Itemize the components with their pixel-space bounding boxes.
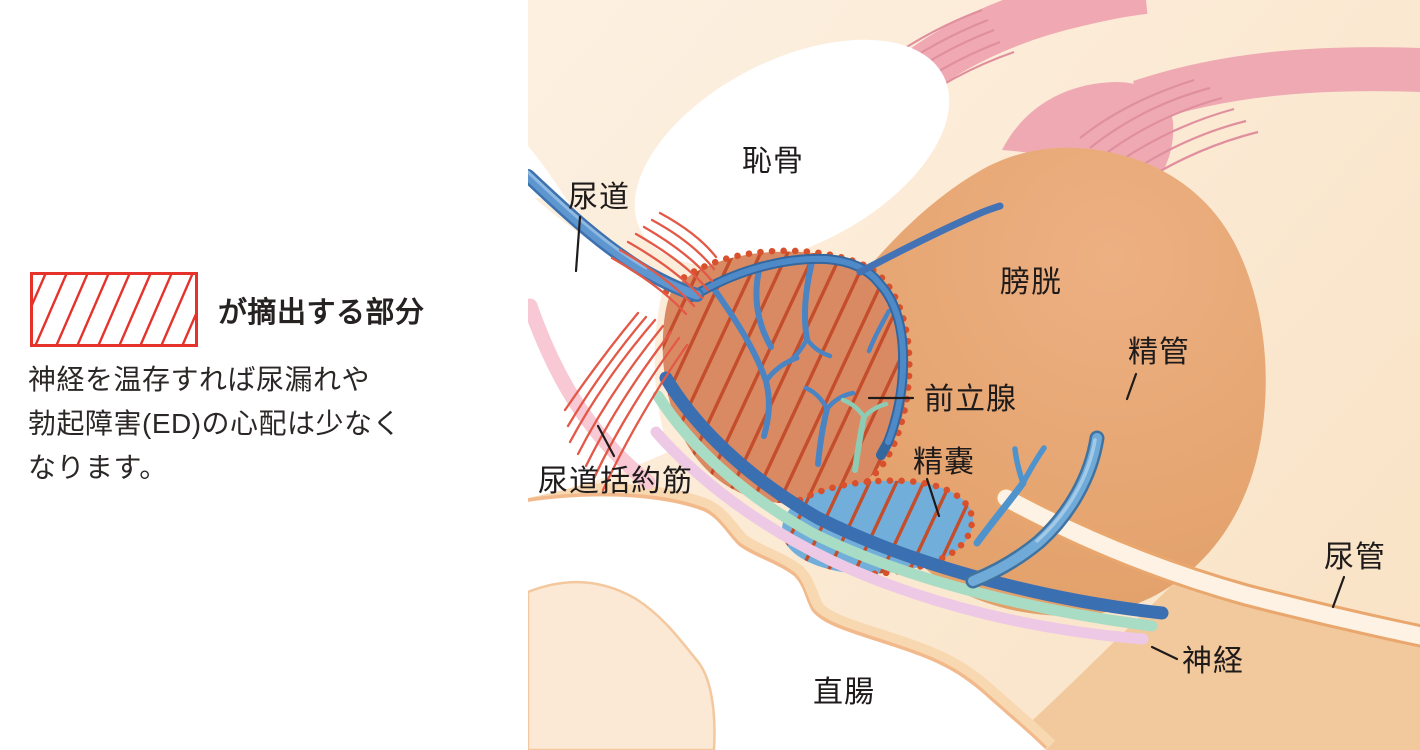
leader-lines [574, 215, 1346, 661]
description-line-2: 勃起障害(ED)の心配は少なく [28, 408, 402, 439]
prostate-label: 前立腺 [924, 383, 1017, 416]
blood-vessels [528, 169, 1105, 589]
rectal-wall-edge [528, 492, 1048, 750]
nerve-leader-line [1150, 645, 1179, 661]
seminal-vesicle-shape [782, 477, 976, 578]
seminal-vesicle-label: 精嚢 [913, 446, 975, 479]
pubic-bone-shape [634, 39, 950, 267]
seminal-vesicle-dotted-border [796, 477, 976, 578]
excision-hatch-swatch [30, 272, 198, 347]
ureter-label: 尿管 [1324, 541, 1386, 574]
legend-panel: が摘出する部分 神経を温存すれば尿漏れや 勃起障害(ED)の心配は少なく なりま… [0, 0, 528, 750]
nerve-bundle [650, 371, 1169, 645]
nerve-blue-vessel [659, 371, 1169, 620]
urethra-label: 尿道 [568, 181, 630, 214]
ligament-striations-right [1079, 78, 1259, 188]
nerve-pink-band [650, 426, 1149, 645]
urethral-sphincter-label: 尿道括約筋 [538, 465, 693, 498]
ligament-band-right [1132, 47, 1420, 123]
rectum-label: 直腸 [813, 676, 875, 709]
sphincter-fibers [563, 211, 718, 492]
urethra-leader-line [574, 215, 582, 273]
ureter-leader-line [1331, 575, 1346, 609]
description-line-3: なります。 [28, 452, 168, 483]
rectal-fold [528, 580, 716, 750]
description-text: 神経を温存すれば尿漏れや 勃起障害(ED)の心配は少なく なります。 [28, 358, 401, 490]
pelvic-floor-region [1000, 568, 1420, 750]
nerve-mint-band [652, 390, 1158, 632]
urethra-tube [528, 169, 704, 302]
nerve-label: 神経 [1182, 645, 1244, 678]
ureter-tube [994, 486, 1420, 648]
vas-deferens-leader-line [1125, 372, 1138, 401]
sphincter-leader-line [596, 424, 616, 458]
vas-deferens-label: 精管 [1128, 336, 1190, 369]
pubic-bone-label: 恥骨 [742, 145, 804, 178]
legend-title: が摘出する部分 [218, 296, 425, 329]
legend-row: が摘出する部分 [30, 272, 425, 347]
prostate-dotted-border [662, 247, 913, 497]
description-line-1: 神経を温存すれば尿漏れや [28, 364, 371, 395]
seminal-vesicle-leader-line [925, 477, 941, 518]
bladder-label: 膀胱 [1000, 266, 1062, 299]
vas-deferens-tube [965, 430, 1105, 589]
